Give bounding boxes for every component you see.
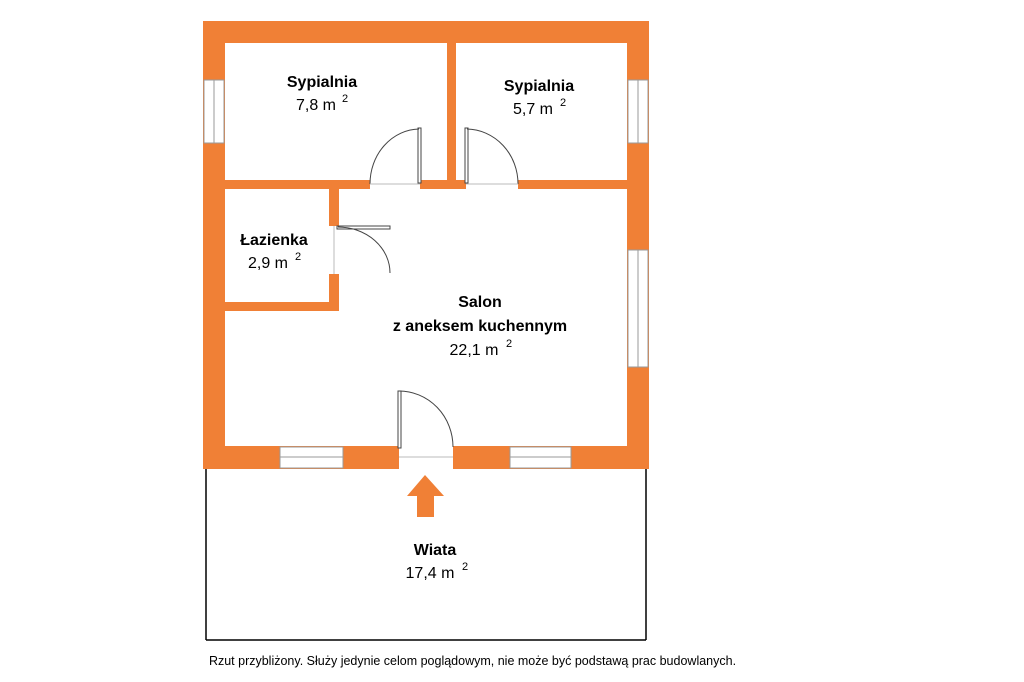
windows <box>203 79 649 469</box>
room-name: Wiata <box>414 542 457 559</box>
doors <box>333 127 519 458</box>
window-east-bedroom <box>627 79 649 144</box>
door-bathroom <box>333 225 391 274</box>
area-unit-superscript: 2 <box>462 561 468 573</box>
room-bathroom: Łazienka 2,9 m 2 <box>240 232 308 272</box>
area-unit-superscript: 2 <box>342 93 348 105</box>
area-unit-superscript: 2 <box>295 251 301 263</box>
room-bedroom-2: Sypialnia 5,7 m 2 <box>504 78 574 118</box>
area-unit-superscript: 2 <box>506 338 512 350</box>
window-east-salon <box>627 249 649 368</box>
disclaimer-text: Rzut przybliżony. Służy jedynie celom po… <box>208 654 737 668</box>
bedrooms-south-wall <box>225 180 627 189</box>
carport-outline <box>205 468 647 641</box>
room-labels: Sypialnia 7,8 m 2 Sypialnia 5,7 m 2 Łazi… <box>240 74 574 582</box>
window-south-left <box>279 446 344 469</box>
room-area: 22,1 m <box>450 342 499 359</box>
room-name-line-1: Salon <box>458 294 502 311</box>
room-carport: Wiata 17,4 m 2 <box>406 542 469 582</box>
room-name: Sypialnia <box>504 78 574 95</box>
room-area: 5,7 m <box>513 101 553 118</box>
door-entrance <box>397 390 454 458</box>
door-bedroom-1 <box>369 127 422 185</box>
room-area: 17,4 m <box>406 565 455 582</box>
area-unit-superscript: 2 <box>560 97 566 109</box>
room-name: Sypialnia <box>287 74 357 91</box>
room-area: 2,9 m <box>248 255 288 272</box>
room-living-room: Salon z aneksem kuchennym 22,1 m 2 <box>393 294 567 359</box>
room-area: 7,8 m <box>296 97 336 114</box>
window-west <box>203 79 225 144</box>
arrow-up-icon <box>407 475 444 517</box>
door-bedroom-2 <box>464 127 519 185</box>
bedroom-divider-wall <box>447 43 456 189</box>
room-name-line-2: z aneksem kuchennym <box>393 318 567 335</box>
window-south-right <box>509 446 572 469</box>
room-name: Łazienka <box>240 232 308 249</box>
bathroom-south-wall <box>225 302 339 311</box>
room-bedroom-1: Sypialnia 7,8 m 2 <box>287 74 357 114</box>
north-wall <box>203 21 649 43</box>
